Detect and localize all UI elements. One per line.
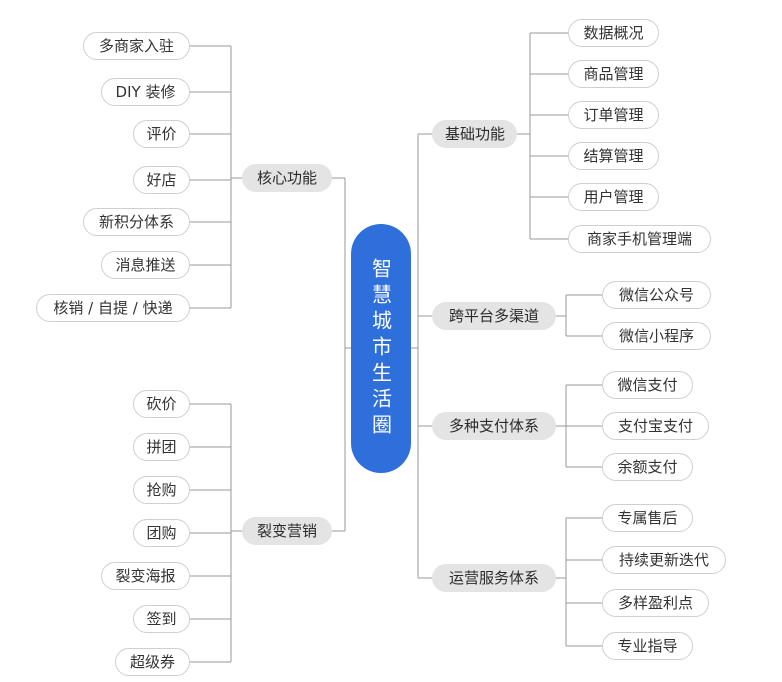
center-topic: 智慧城市生活圈 [351, 224, 411, 473]
branch-payment-systems: 多种支付体系 [432, 412, 556, 440]
leaf-check-in: 签到 [133, 605, 190, 633]
branch-viral-marketing: 裂变营销 [242, 517, 332, 545]
leaf-wechat-mini-program: 微信小程序 [602, 322, 711, 350]
leaf-multi-merchant: 多商家入驻 [83, 32, 190, 60]
leaf-bargain: 砍价 [133, 390, 190, 418]
leaf-wechat-pay: 微信支付 [602, 371, 693, 399]
leaf-product-management: 商品管理 [568, 60, 659, 88]
branch-cross-platform: 跨平台多渠道 [432, 302, 556, 330]
leaf-order-management: 订单管理 [568, 101, 659, 129]
leaf-diy-decoration: DIY 装修 [101, 78, 190, 106]
branch-basic-functions: 基础功能 [432, 120, 517, 148]
leaf-team-purchase: 团购 [133, 519, 190, 547]
leaf-group-buy: 拼团 [133, 433, 190, 461]
leaf-data-overview: 数据概况 [568, 19, 659, 47]
leaf-professional-guidance: 专业指导 [602, 632, 693, 660]
leaf-user-management: 用户管理 [568, 183, 659, 211]
leaf-diverse-profit: 多样盈利点 [602, 589, 709, 617]
branch-operation-services: 运营服务体系 [432, 564, 556, 592]
leaf-flash-sale: 抢购 [133, 476, 190, 504]
leaf-merchant-mobile-admin: 商家手机管理端 [568, 225, 711, 253]
leaf-wechat-official-account: 微信公众号 [602, 281, 711, 309]
leaf-super-coupon: 超级券 [115, 648, 190, 676]
leaf-alipay: 支付宝支付 [602, 412, 709, 440]
branch-core-functions: 核心功能 [242, 164, 332, 192]
leaf-message-push: 消息推送 [101, 251, 190, 279]
leaf-viral-poster: 裂变海报 [101, 562, 190, 590]
leaf-pickup-delivery: 核销 / 自提 / 快递 [36, 294, 190, 322]
leaf-good-store: 好店 [133, 166, 190, 194]
leaf-continuous-updates: 持续更新迭代 [602, 546, 726, 574]
leaf-review: 评价 [133, 120, 190, 148]
leaf-balance-pay: 余额支付 [602, 453, 693, 481]
leaf-points-system: 新积分体系 [83, 208, 190, 236]
leaf-dedicated-after-sales: 专属售后 [602, 504, 693, 532]
leaf-settlement-management: 结算管理 [568, 142, 659, 170]
